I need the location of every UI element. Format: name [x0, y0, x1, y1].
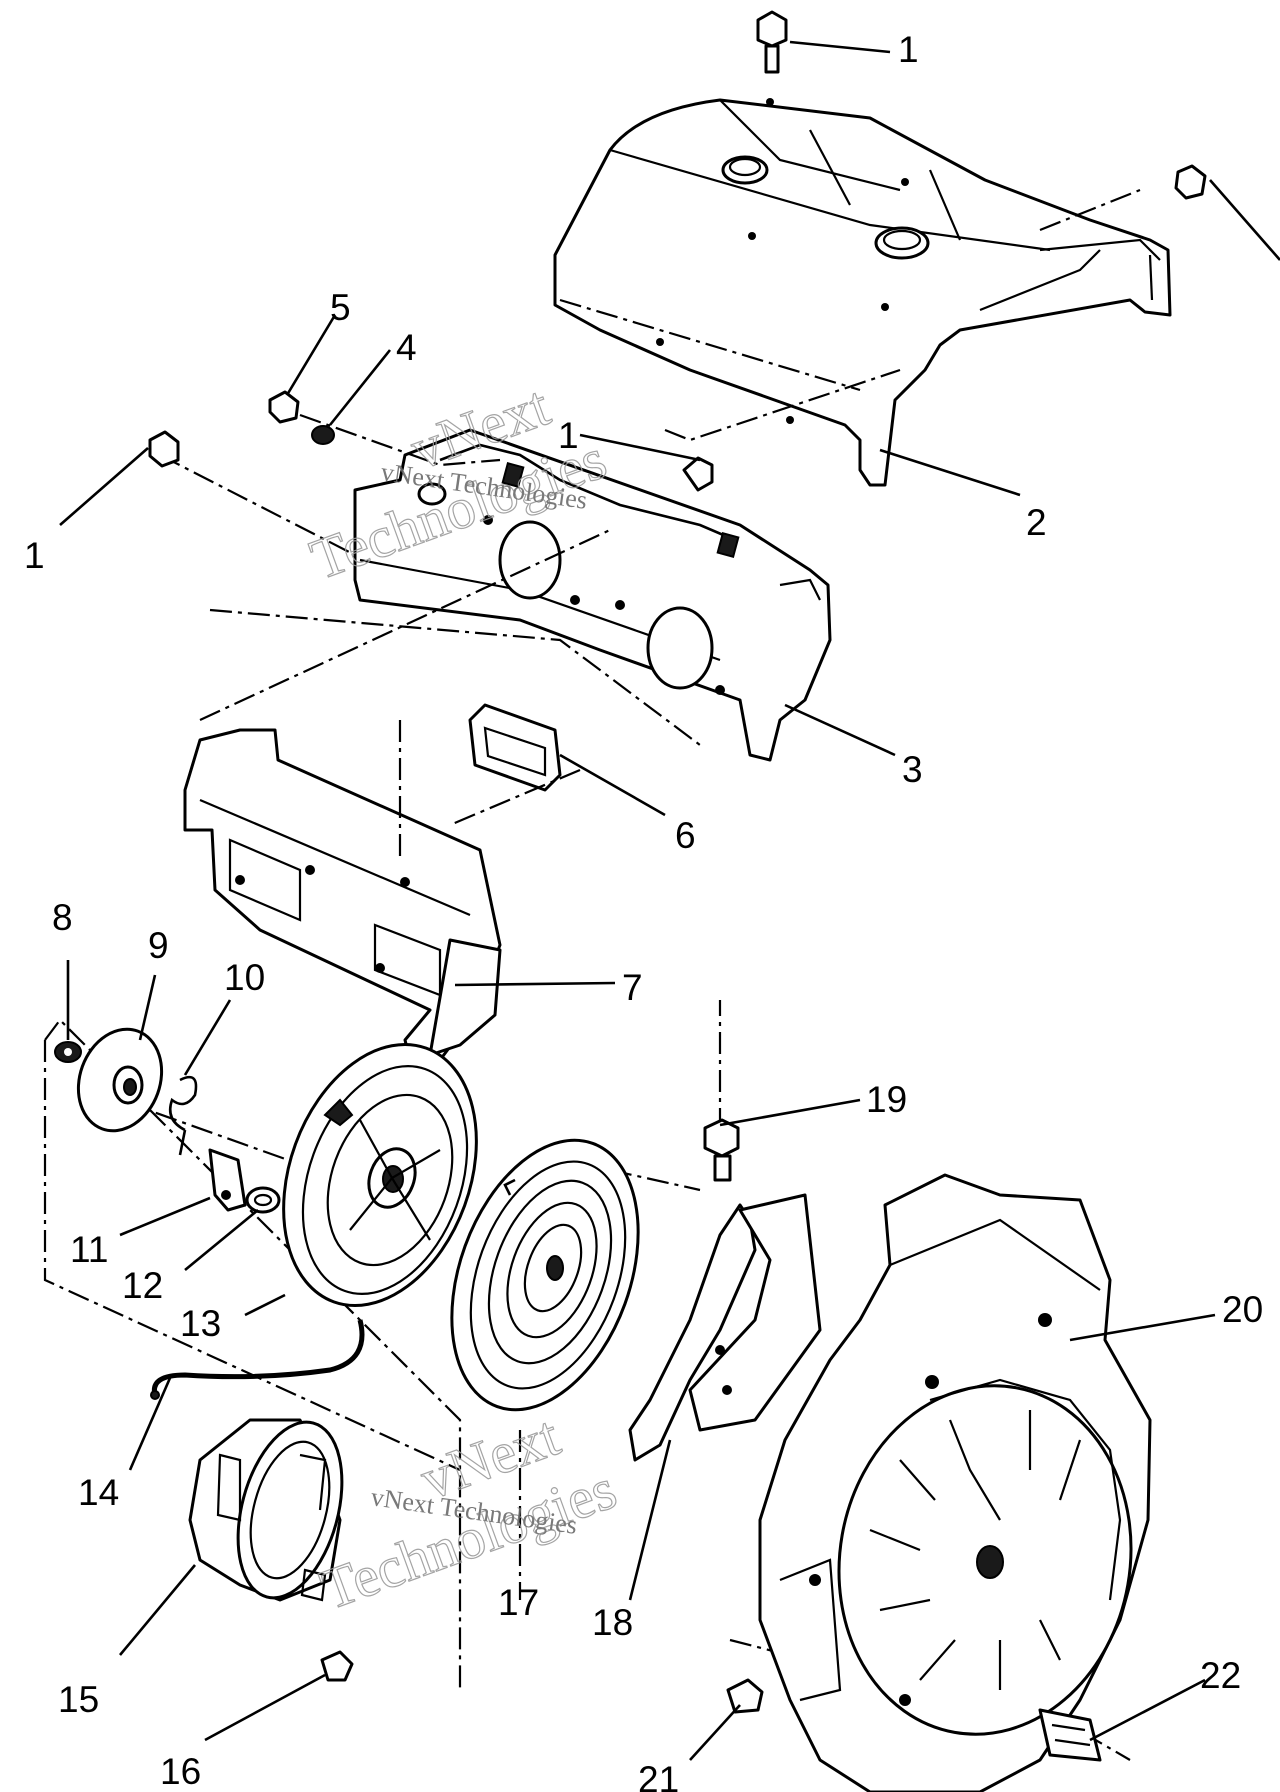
part-6-gasket — [468, 703, 562, 792]
part-16-screw — [320, 1650, 354, 1682]
callout-4: 4 — [396, 327, 417, 368]
callout-7: 7 — [622, 967, 643, 1008]
callout-1-mid: 1 — [558, 415, 579, 456]
part-17-recoil-spring — [450, 1138, 640, 1412]
callout-2: 2 — [1026, 502, 1047, 543]
part-1-bolt-left — [148, 430, 180, 468]
callout-12: 12 — [122, 1265, 163, 1306]
part-3-mounting-plate — [353, 428, 832, 762]
callout-5: 5 — [330, 287, 351, 328]
part-9-cam-plate — [76, 1027, 164, 1133]
part-12-collar — [245, 1186, 281, 1214]
part-14-starter-rope — [150, 1319, 365, 1400]
callout-1-left: 1 — [24, 535, 45, 576]
part-22-clip — [1038, 1708, 1102, 1762]
part-18-starter-bracket — [628, 1193, 822, 1462]
part-10-spring-clip — [168, 1075, 198, 1156]
callout-20: 20 — [1222, 1289, 1263, 1330]
leader-lines — [59, 40, 1280, 1761]
part-4-washer — [311, 425, 335, 445]
part-8-nut — [54, 1041, 82, 1063]
callout-6: 6 — [675, 815, 696, 856]
part-5-nut — [268, 390, 300, 424]
callout-21: 21 — [638, 1759, 679, 1792]
callout-18: 18 — [592, 1602, 633, 1643]
callout-15: 15 — [58, 1679, 99, 1720]
callout-8: 8 — [52, 897, 73, 938]
part-15-starter-cup — [188, 1418, 344, 1602]
callout-14: 14 — [78, 1472, 119, 1513]
callout-10: 10 — [224, 957, 265, 998]
part-1-bolt-top — [756, 10, 788, 74]
callout-13: 13 — [180, 1303, 221, 1344]
callout-16: 16 — [160, 1751, 201, 1792]
part-2-top-cover — [553, 98, 1172, 487]
callout-19: 19 — [866, 1079, 907, 1120]
part-7-exhaust-bracket — [183, 728, 502, 1062]
callout-labels: 1 2 1 1 3 4 5 6 7 8 9 10 11 12 13 14 15 … — [24, 29, 1263, 1792]
part-20-fan-housing — [758, 1173, 1152, 1792]
part-11-ratchet — [208, 1148, 247, 1212]
callout-1-top: 1 — [898, 29, 919, 70]
part-19-bolt — [703, 1118, 740, 1182]
callout-3: 3 — [902, 749, 923, 790]
callout-11: 11 — [70, 1229, 108, 1270]
part-1-bolt-mid — [682, 456, 714, 492]
callout-9: 9 — [148, 925, 169, 966]
part-13-recoil-pulley — [282, 1042, 478, 1308]
callout-22: 22 — [1200, 1655, 1241, 1696]
part-1-bolt-right — [1174, 164, 1207, 200]
linkage-rod — [417, 443, 740, 558]
part-21-screw — [726, 1678, 764, 1714]
callout-17: 17 — [498, 1582, 539, 1623]
